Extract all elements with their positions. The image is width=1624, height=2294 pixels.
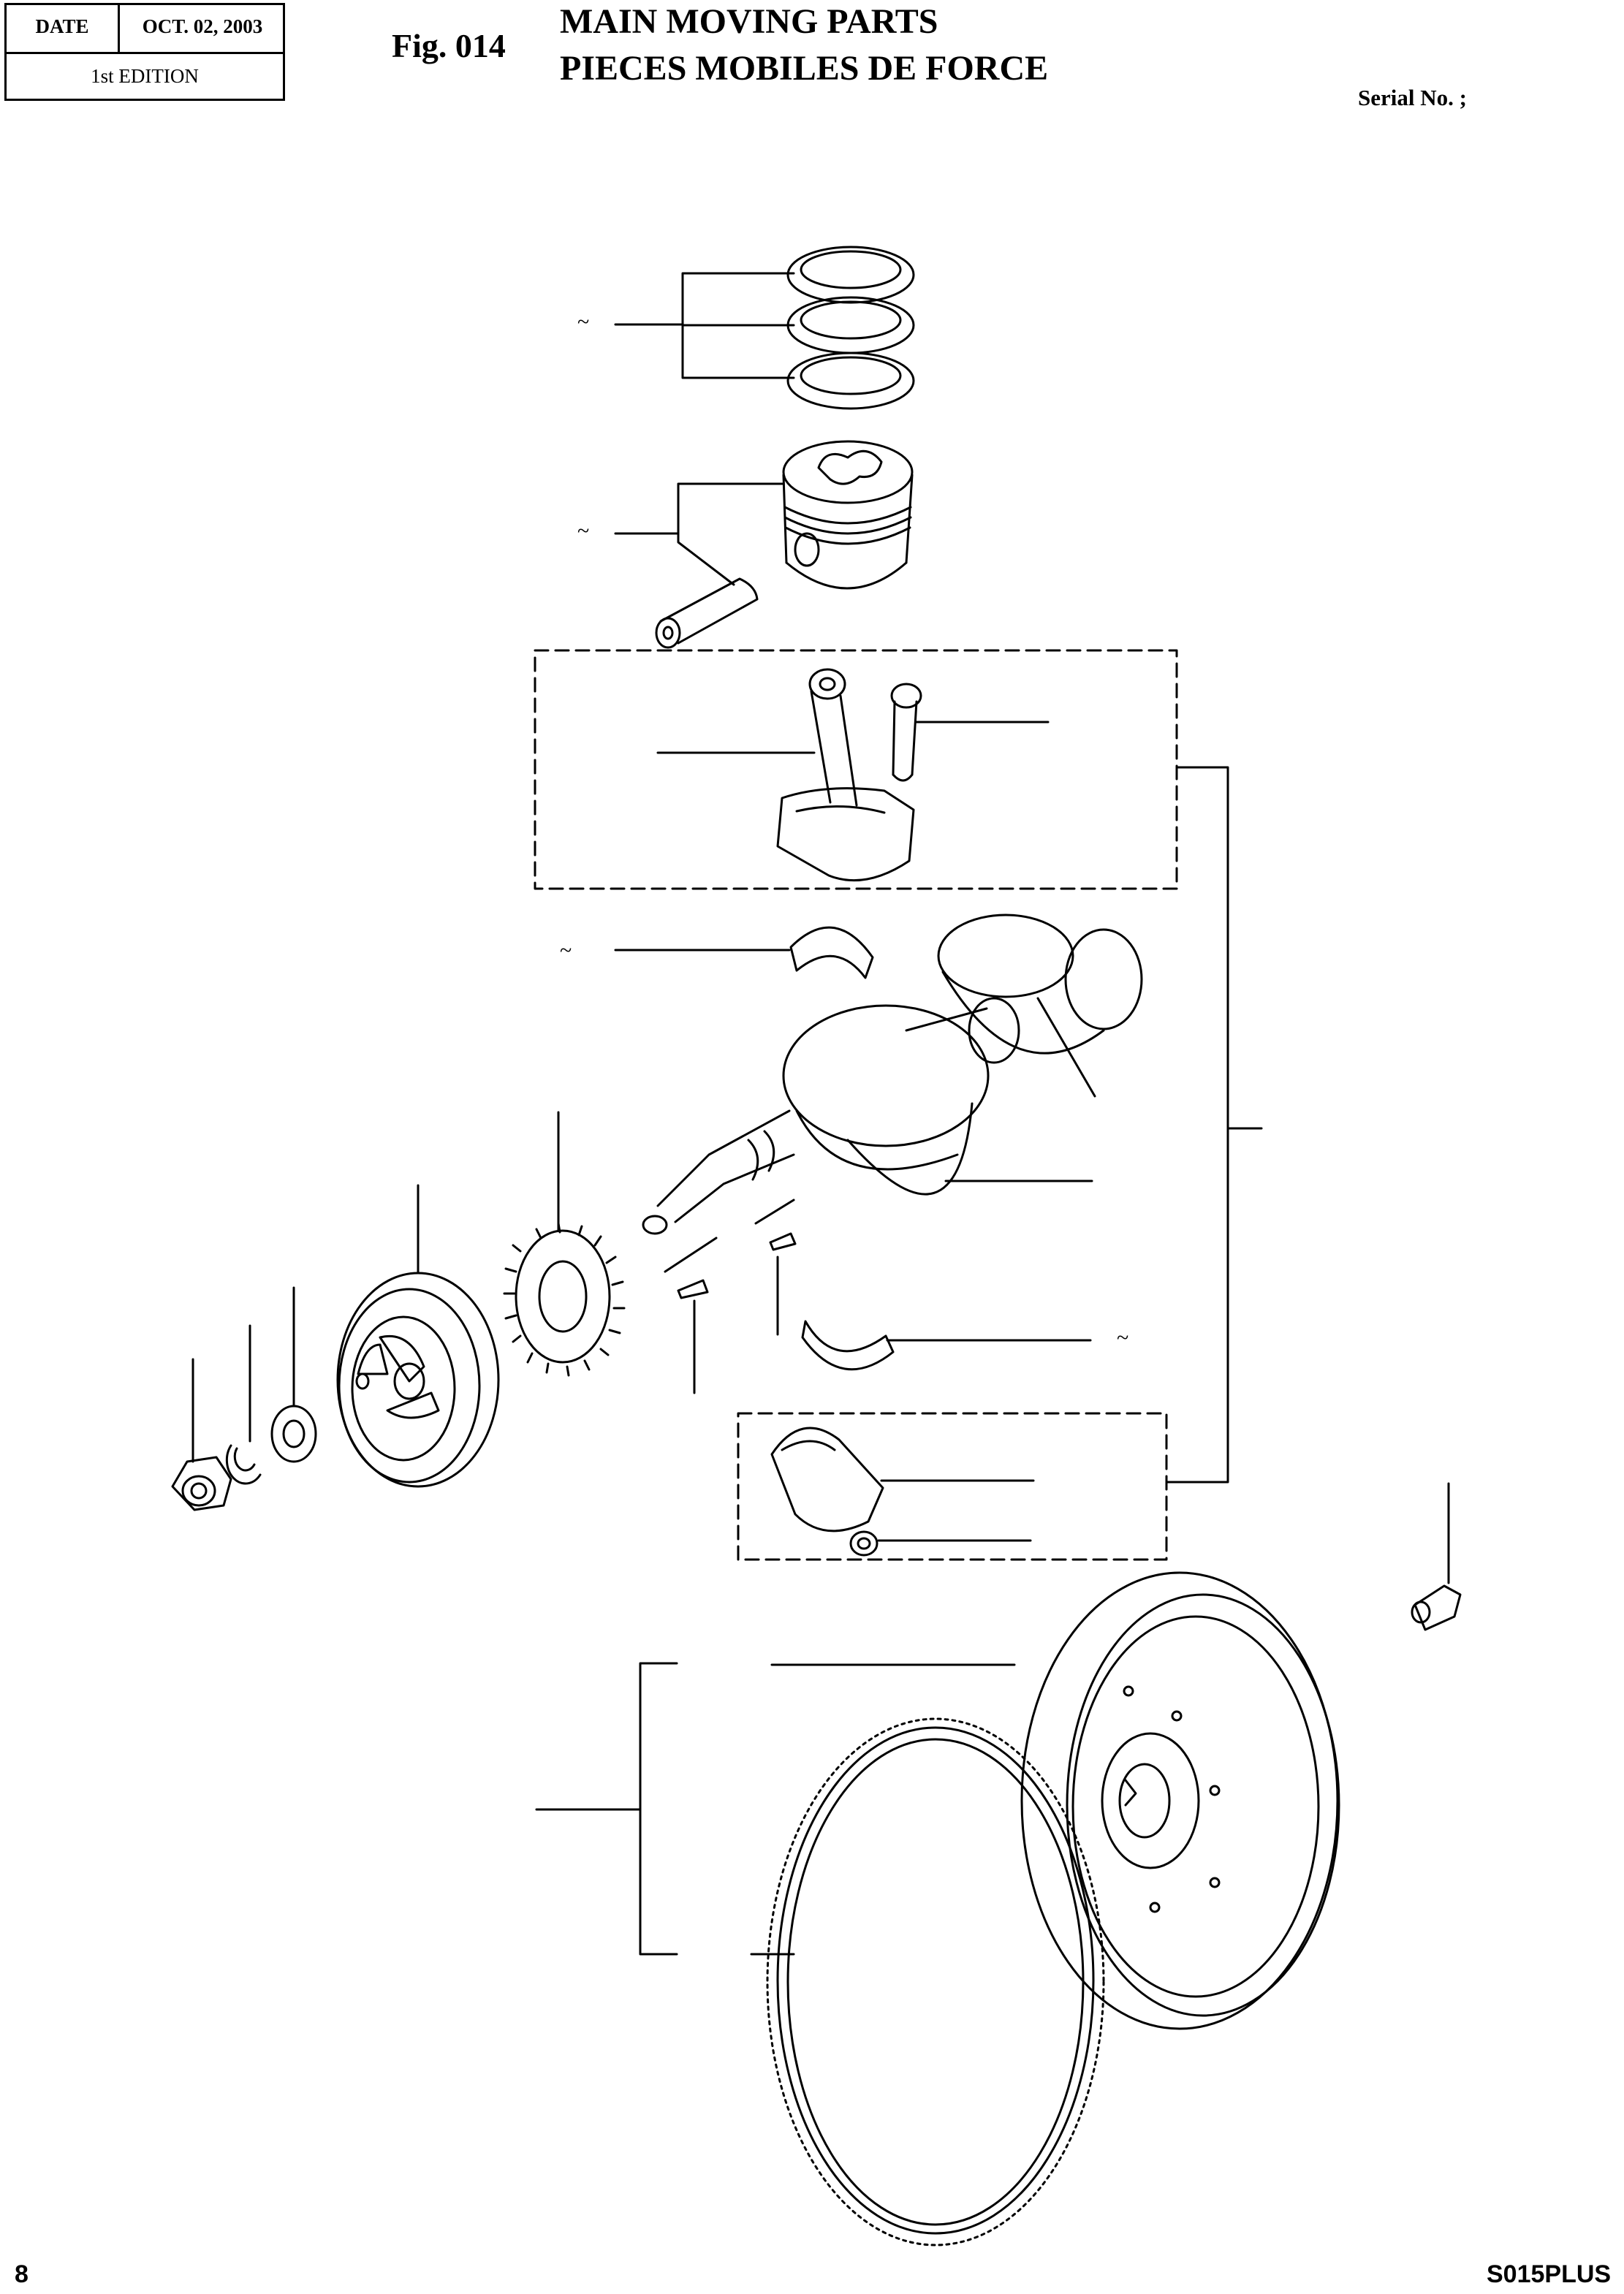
page-title-french: PIECES MOBILES DE FORCE — [560, 49, 1049, 88]
page-title-english: MAIN MOVING PARTS — [560, 2, 938, 41]
serial-number-label: Serial No. ; — [1358, 85, 1467, 110]
connecting-rod-group-box — [534, 649, 1178, 890]
nut — [171, 1456, 232, 1511]
connecting-rod — [776, 668, 915, 882]
crank-bearing-lower — [801, 1320, 895, 1371]
bearing-cap — [770, 1427, 884, 1533]
assembly-bracket — [1165, 766, 1229, 1484]
flywheel-assembly-bracket — [639, 1662, 678, 1956]
box-divider-horizontal — [7, 52, 283, 54]
flywheel — [1020, 1571, 1340, 2030]
range-mark-lower-bearing: ~ — [1117, 1326, 1129, 1350]
bearing-cap-group-box — [737, 1412, 1168, 1561]
crank-pulley — [336, 1272, 500, 1488]
lock-washer — [225, 1444, 262, 1485]
date-value: OCT. 02, 2003 — [142, 15, 263, 37]
figure-number: Fig. 014 — [392, 27, 506, 64]
range-mark-piston-rings: ~ — [577, 310, 590, 334]
piston-leader — [614, 482, 785, 586]
connecting-rod-bolt — [890, 683, 922, 782]
key-right-leader-top — [754, 1199, 795, 1225]
crankshaft — [642, 914, 1143, 1235]
bearing-cap-bolt — [849, 1530, 879, 1557]
ring-gear — [766, 1717, 1105, 2246]
key-left-leader-top — [664, 1237, 718, 1273]
piston-rings-leader — [614, 272, 795, 379]
date-label: DATE — [35, 15, 89, 37]
range-mark-piston: ~ — [577, 519, 590, 543]
key-right — [769, 1232, 797, 1251]
piston — [782, 440, 914, 590]
model-name: S015PLUS — [1487, 2260, 1612, 2288]
crank-gear — [503, 1222, 626, 1377]
piston-rings — [786, 246, 915, 410]
page-number: 8 — [15, 2260, 29, 2288]
piston-pin — [655, 577, 759, 649]
box-divider-vertical — [118, 5, 120, 52]
crank-bearing-upper — [789, 926, 874, 979]
date-edition-box: DATE OCT. 02, 2003 1st EDITION — [4, 3, 285, 101]
flywheel-bolt — [1411, 1584, 1462, 1631]
key-left — [677, 1279, 709, 1299]
range-mark-upper-bearing: ~ — [560, 938, 572, 962]
washer — [270, 1405, 317, 1463]
edition-label: 1st EDITION — [91, 65, 199, 87]
